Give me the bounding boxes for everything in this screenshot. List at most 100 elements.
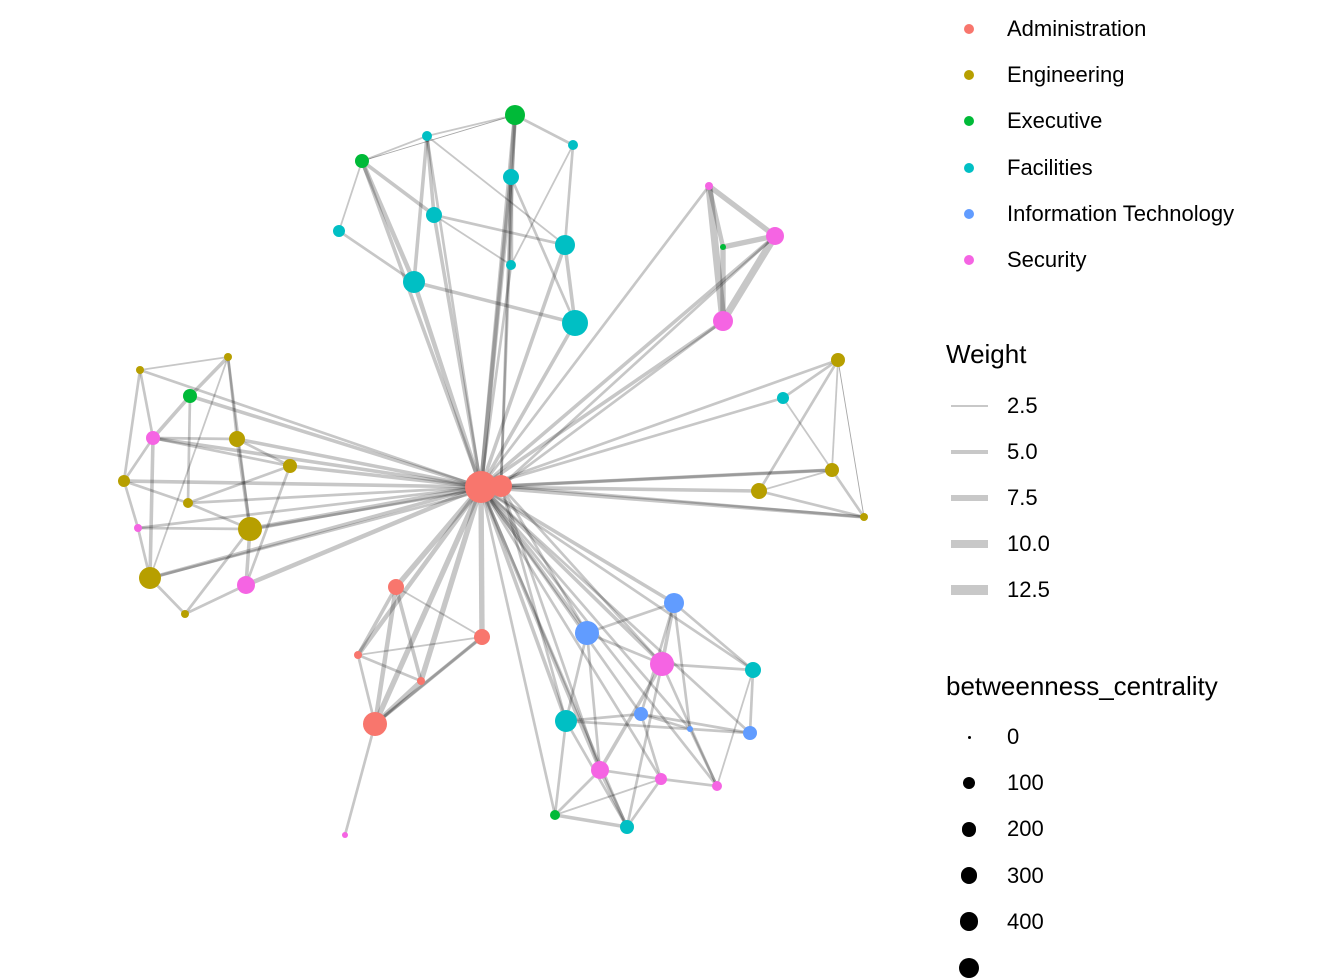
edge — [716, 669, 754, 787]
legend-key-dot — [964, 116, 974, 127]
size-label: 400 — [1007, 908, 1044, 934]
edge — [361, 135, 428, 162]
edge — [480, 485, 675, 605]
edge — [395, 586, 483, 638]
edge — [564, 632, 589, 722]
edge — [479, 486, 602, 771]
edge — [661, 662, 754, 672]
edge — [479, 185, 711, 488]
edge — [137, 526, 251, 531]
node-facilities — [745, 662, 761, 678]
edge — [184, 583, 247, 616]
legend-label: Facilities — [1007, 154, 1093, 180]
weight-label: 2.5 — [1007, 393, 1038, 418]
size-label: 200 — [1007, 816, 1044, 842]
edge — [500, 319, 724, 488]
node-security — [146, 431, 160, 445]
size-key-dot — [958, 957, 980, 978]
edge — [563, 244, 577, 324]
edge — [639, 713, 663, 780]
edge — [361, 114, 516, 162]
edge — [139, 356, 229, 371]
edge — [236, 437, 482, 489]
betweenness-legend-title: betweenness_centrality — [946, 671, 1218, 701]
edge — [640, 712, 751, 735]
node-facilities — [620, 820, 634, 834]
edge — [183, 528, 252, 615]
weight-key-line — [951, 405, 988, 407]
edge — [565, 712, 642, 723]
edge — [719, 234, 779, 323]
edge — [706, 185, 726, 248]
node-administration — [417, 677, 425, 685]
edge — [433, 213, 566, 247]
edge — [500, 484, 865, 519]
edge — [830, 469, 866, 518]
edge — [480, 486, 751, 734]
node-executive — [550, 810, 560, 820]
edge — [413, 280, 576, 325]
node-engineering — [183, 498, 193, 508]
edge — [598, 769, 629, 828]
edge — [586, 631, 663, 666]
size-key-dot — [961, 821, 977, 837]
edge — [394, 586, 423, 682]
edge — [359, 160, 417, 283]
edge — [782, 397, 833, 471]
edge — [480, 485, 754, 672]
edge — [249, 484, 482, 532]
edge — [689, 727, 751, 735]
edge — [660, 777, 718, 788]
edge — [500, 235, 776, 487]
weight-key-line — [951, 539, 988, 549]
legend-label: Information Technology — [1007, 200, 1235, 226]
edge — [673, 601, 754, 672]
node-engineering — [831, 353, 845, 367]
edge — [748, 669, 755, 734]
edge — [187, 464, 291, 505]
node-administration — [489, 474, 513, 498]
node-facilities — [333, 225, 345, 237]
node-facilities — [503, 169, 519, 185]
edge — [122, 437, 155, 482]
edge — [149, 485, 482, 580]
node-engineering — [283, 459, 297, 473]
node-information-technology — [664, 593, 684, 613]
edge — [758, 469, 833, 492]
edge — [479, 486, 719, 787]
edge — [149, 356, 229, 579]
edge — [510, 144, 574, 266]
edge — [479, 234, 777, 489]
edge — [360, 159, 436, 217]
edge — [338, 229, 415, 284]
node-engineering — [237, 516, 263, 542]
size-label: 300 — [1007, 862, 1044, 888]
edge — [508, 114, 518, 178]
edge — [432, 214, 483, 488]
nodes-layer — [118, 105, 868, 839]
edge — [123, 479, 482, 489]
edge — [357, 653, 422, 683]
edge — [188, 355, 230, 398]
node-facilities — [568, 140, 578, 150]
edge — [356, 586, 398, 656]
edge — [479, 485, 589, 635]
node-engineering — [136, 366, 144, 374]
edge — [374, 635, 483, 726]
legend-key-dot — [964, 162, 974, 173]
edge — [360, 160, 483, 488]
edge — [138, 369, 155, 439]
edge — [425, 135, 483, 488]
node-facilities — [422, 131, 432, 141]
node-security — [705, 182, 713, 190]
size-key-dot — [967, 735, 971, 739]
edge — [479, 485, 664, 666]
node-facilities — [402, 270, 426, 294]
size-key-dot — [959, 912, 979, 932]
edge — [640, 712, 691, 731]
edge — [499, 485, 568, 722]
node-administration — [354, 651, 362, 659]
edge — [660, 663, 719, 787]
edge — [289, 464, 482, 489]
edge — [758, 489, 865, 519]
